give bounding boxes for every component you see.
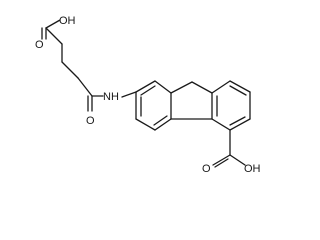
glutaric-chain — [41, 19, 104, 112]
bond-ring-a5 — [135, 118, 156, 131]
bond-ring-a1 — [135, 80, 156, 93]
bond-cooh-o-double — [212, 154, 231, 166]
fluorene-ring — [121, 80, 251, 131]
bond-ring-b-inner1 — [229, 85, 247, 96]
label-nh: NH — [103, 91, 119, 103]
bond-c4-c5 — [77, 77, 93, 97]
chemical-structure: OH O NH O O OH — [35, 15, 261, 175]
fluorene-carboxyl — [212, 129, 246, 168]
bond-ring-b2 — [229, 80, 251, 93]
label-o-top: O — [35, 39, 44, 51]
bond-ch2-left — [170, 81, 193, 94]
bond-ring-b1 — [211, 80, 231, 94]
bond-ch2-right — [191, 81, 213, 94]
bond-ring-a-inner2 — [153, 115, 168, 126]
bond-c1-c2 — [45, 27, 63, 45]
bond-cooh-oh — [229, 154, 246, 166]
bond-ring-b5 — [211, 118, 231, 131]
label-oh-bottom: OH — [244, 163, 261, 175]
bond-ring-a-inner1 — [140, 85, 156, 96]
bond-ring-a2 — [154, 80, 172, 94]
bond-ring-b4 — [229, 118, 251, 131]
label-oh-top: OH — [59, 15, 76, 27]
bond-cooh-o-double-2 — [214, 158, 229, 168]
bond-c3-c4 — [61, 61, 79, 79]
bond-ring-a4 — [154, 118, 172, 131]
bond-nh-ar — [121, 91, 137, 98]
bond-oh-c1 — [45, 19, 61, 29]
label-o-amide: O — [86, 115, 95, 127]
bond-ring-b-inner3 — [229, 116, 246, 126]
label-o-bottom: O — [202, 163, 211, 175]
